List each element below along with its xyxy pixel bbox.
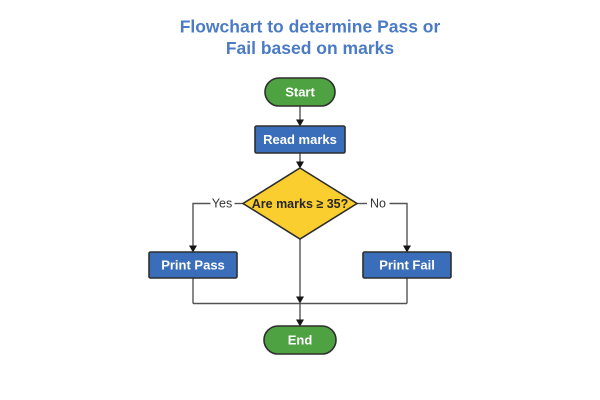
- node-end: End: [263, 325, 337, 355]
- edge-label-no: No: [370, 197, 386, 211]
- end-terminator-shape: [263, 325, 337, 355]
- edge-yes-segment-b: [192, 202, 211, 246]
- start-terminator-shape: [264, 77, 336, 107]
- arrowhead-into-print-pass: [189, 245, 197, 253]
- arrowheads: [189, 119, 411, 327]
- decision-label: Are marks ≥ 35?: [252, 197, 349, 211]
- print-pass-process-shape: [148, 251, 238, 279]
- page-title-line2: Fail based on marks: [226, 38, 395, 58]
- node-decision: Are marks ≥ 35?: [241, 167, 359, 240]
- read-marks-process-shape: [254, 125, 346, 154]
- start-label: Start: [285, 85, 315, 100]
- arrowhead-into-print-fail: [403, 245, 411, 253]
- edge-no-segment-b: [389, 202, 408, 246]
- page-title-line1: Flowchart to determine Pass or: [180, 17, 441, 37]
- arrowhead-into-merge: [296, 296, 304, 304]
- print-fail-label: Print Fail: [379, 258, 435, 273]
- edge-label-yes: Yes: [212, 197, 232, 211]
- decision-diamond-shape: [241, 167, 359, 240]
- end-label: End: [288, 333, 313, 348]
- node-print-pass: Print Pass: [148, 251, 238, 279]
- arrowhead-into-decision: [296, 161, 304, 169]
- read-marks-label: Read marks: [263, 132, 337, 147]
- node-start: Start: [264, 77, 336, 107]
- arrowhead-into-end: [296, 319, 304, 327]
- node-read-marks: Read marks: [254, 125, 346, 154]
- arrowhead-into-read-marks: [296, 119, 304, 127]
- print-fail-process-shape: [362, 251, 452, 279]
- node-print-fail: Print Fail: [362, 251, 452, 279]
- print-pass-label: Print Pass: [161, 258, 225, 273]
